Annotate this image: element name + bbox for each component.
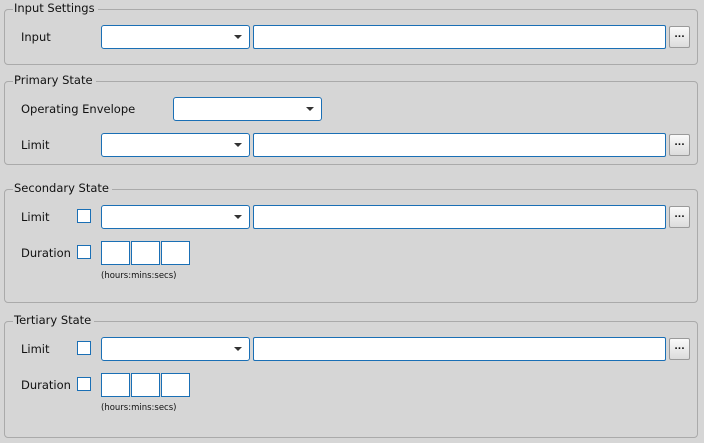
secondary-limit-browse-button[interactable]: ... [669,206,690,228]
tertiary-duration-label: Duration [21,378,71,392]
primary-limit-text-field[interactable] [253,133,666,157]
operating-envelope-dropdown[interactable] [173,97,322,121]
input-text-field[interactable] [253,25,666,49]
tertiary-state-group: Tertiary State [4,313,698,438]
secondary-hours-input[interactable] [101,241,130,265]
operating-envelope-label: Operating Envelope [21,102,136,116]
tertiary-limit-label: Limit [21,342,50,356]
tertiary-duration-hint: (hours:mins:secs) [101,403,177,413]
secondary-mins-input[interactable] [131,241,160,265]
input-label: Input [21,30,51,44]
secondary-limit-label: Limit [21,210,50,224]
tertiary-limit-checkbox[interactable] [77,341,91,355]
tertiary-limit-text-field[interactable] [253,337,666,361]
tertiary-limit-dropdown[interactable] [101,337,250,361]
group-title: Input Settings [13,1,98,15]
group-title: Secondary State [13,181,112,195]
primary-limit-label: Limit [21,138,50,152]
primary-limit-browse-button[interactable]: ... [669,134,690,156]
secondary-limit-dropdown[interactable] [101,205,250,229]
input-settings-group: Input Settings [4,1,698,65]
secondary-duration-label: Duration [21,246,71,260]
tertiary-limit-browse-button[interactable]: ... [669,338,690,360]
tertiary-secs-input[interactable] [161,373,190,397]
secondary-secs-input[interactable] [161,241,190,265]
secondary-duration-hint: (hours:mins:secs) [101,271,177,281]
tertiary-mins-input[interactable] [131,373,160,397]
primary-state-group: Primary State [4,73,698,165]
secondary-state-group: Secondary State [4,181,698,303]
input-browse-button[interactable]: ... [669,26,690,48]
secondary-duration-checkbox[interactable] [77,245,91,259]
secondary-limit-text-field[interactable] [253,205,666,229]
group-title: Primary State [13,73,96,87]
input-dropdown[interactable] [101,25,250,49]
group-title: Tertiary State [13,313,95,327]
tertiary-duration-checkbox[interactable] [77,377,91,391]
secondary-limit-checkbox[interactable] [77,209,91,223]
tertiary-hours-input[interactable] [101,373,130,397]
primary-limit-dropdown[interactable] [101,133,250,157]
